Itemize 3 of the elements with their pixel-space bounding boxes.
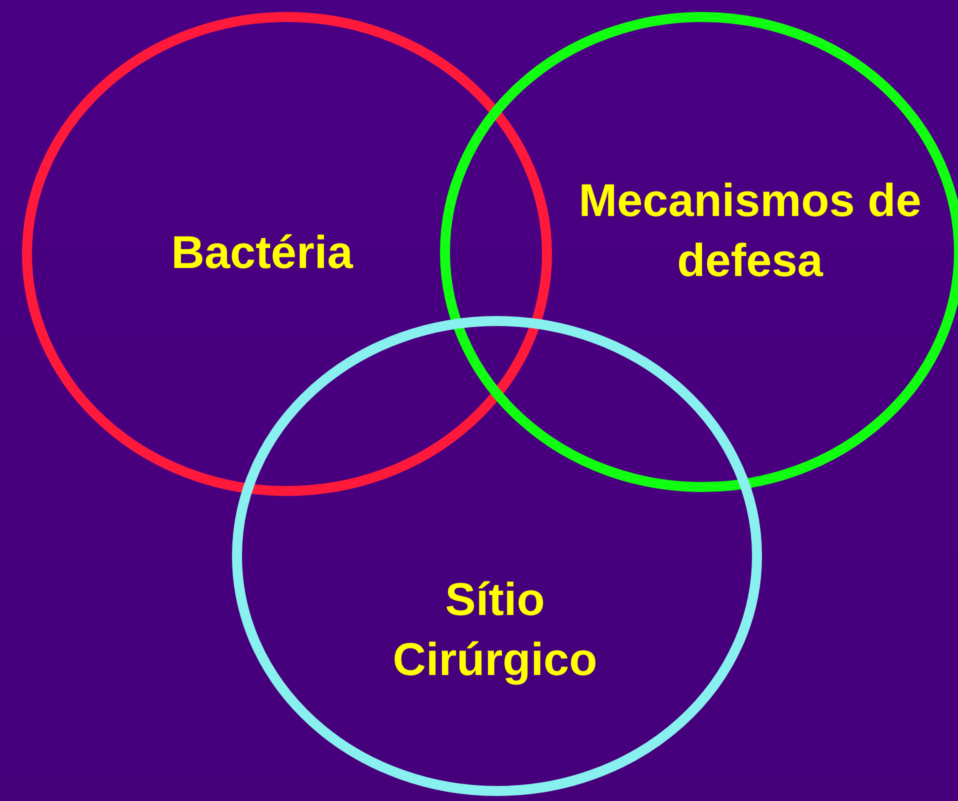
circle-label: Sítio Cirúrgico	[392, 572, 598, 687]
circle-label: Mecanismos de defesa	[578, 173, 922, 288]
circle-label: Bactéria	[170, 225, 354, 280]
